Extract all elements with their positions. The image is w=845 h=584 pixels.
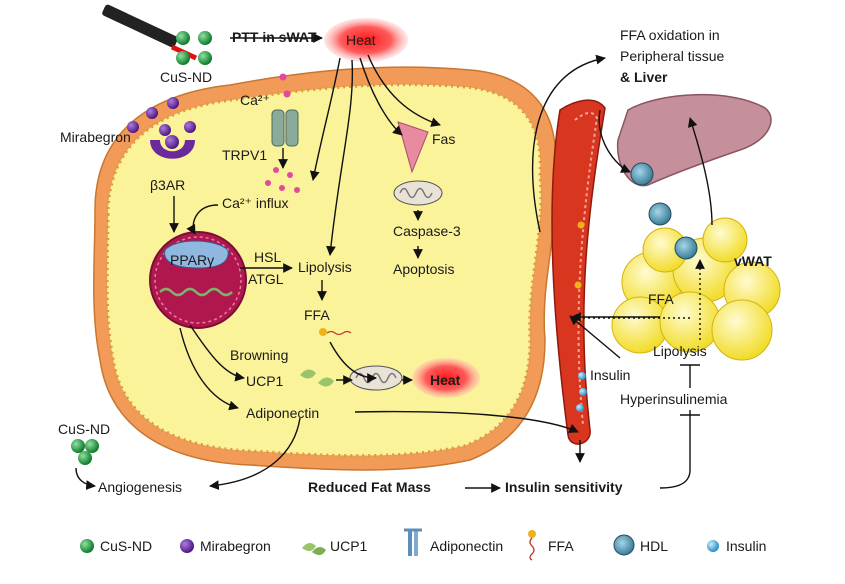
mitochondrion-apoptosis-icon (393, 180, 443, 206)
insulin-vessel-label: Insulin (590, 367, 630, 383)
ppar-label: PPARγ (170, 252, 214, 268)
reduced-fat-label: Reduced Fat Mass (308, 479, 431, 495)
lipolysis-vwat-label: Lipolysis (653, 343, 707, 359)
calcium-influx-label: Ca²⁺ influx (222, 195, 289, 211)
purple-sphere-icon (180, 539, 194, 553)
pathway-arrows (75, 33, 713, 493)
adiponectin-icon (404, 528, 422, 556)
hdl-icon (630, 162, 654, 186)
legend-label: FFA (548, 538, 574, 554)
calcium-ions (265, 73, 300, 193)
cus-nd-top-cluster (176, 31, 212, 65)
fas-label: Fas (432, 131, 455, 147)
laser-icon (102, 4, 198, 61)
legend-label: Adiponectin (430, 538, 503, 554)
hyperinsulinemia-label: Hyperinsulinemia (620, 391, 728, 407)
nucleus (149, 231, 247, 329)
ffa-oxidation-label-2: Peripheral tissue (620, 48, 724, 64)
ffa-oxidation-label-1: FFA oxidation in (620, 27, 720, 43)
vwat-label: vWAT (734, 253, 772, 269)
hsl-label: HSL (254, 249, 281, 265)
mirabegron-cluster (127, 97, 196, 136)
ffa-cell-label: FFA (304, 307, 330, 323)
hdl-particles (630, 162, 698, 260)
legend-label: CuS-ND (100, 538, 152, 554)
ffa-cell-icon (319, 328, 352, 336)
calcium-label: Ca²⁺ (240, 92, 270, 108)
heat-top-icon (324, 18, 408, 62)
legend: CuS-ND Mirabegron UCP1 Adiponectin FFA H… (80, 528, 766, 561)
legend-label: Mirabegron (200, 538, 271, 554)
b3ar-receptor-icon (150, 135, 195, 159)
hdl-icon (613, 534, 635, 556)
insulin-icon (707, 540, 719, 552)
cus-nd-top-label: CuS-ND (160, 69, 212, 85)
green-sphere-icon (80, 539, 94, 553)
ucp1-icon (302, 542, 326, 556)
ffa-vwat-label: FFA (648, 291, 674, 307)
apoptosis-label: Apoptosis (393, 261, 454, 277)
fas-receptor-icon (397, 121, 429, 174)
insulin-sensitivity-label: Insulin sensitivity (505, 479, 623, 495)
ucp1-cell-icon (300, 369, 334, 387)
heat-top-label: Heat (346, 32, 376, 48)
liver-shape (616, 93, 772, 187)
trpv1-label: TRPV1 (222, 147, 267, 163)
hdl-icon (648, 202, 672, 226)
heat-cell-icon (412, 358, 480, 398)
ptt-label: PTT in sWAT (232, 29, 317, 45)
browning-label: Browning (230, 347, 288, 363)
trpv1-channel-icon (271, 109, 299, 147)
ucp1-label: UCP1 (246, 373, 284, 389)
adiponectin-label: Adiponectin (246, 405, 319, 421)
legend-label: HDL (640, 538, 668, 554)
legend-label: UCP1 (330, 538, 368, 554)
blood-vessel (551, 99, 606, 445)
angiogenesis-label: Angiogenesis (98, 479, 182, 495)
ffa-oxidation-label-3: & Liver (620, 69, 668, 85)
vwat-cluster (611, 217, 781, 361)
ffa-icon (528, 530, 536, 561)
hdl-icon (674, 236, 698, 260)
mirabegron-label: Mirabegron (60, 129, 131, 145)
inhibition-lines (659, 364, 700, 489)
heat-cell-label: Heat (430, 372, 461, 388)
lipolysis-cell-label: Lipolysis (298, 259, 352, 275)
caspase-label: Caspase-3 (393, 223, 461, 239)
cus-nd-bottom-cluster (71, 439, 99, 465)
cus-nd-bottom-label: CuS-ND (58, 421, 110, 437)
atgl-label: ATGL (248, 271, 284, 287)
legend-label: Insulin (726, 538, 766, 554)
b3ar-label: β3AR (150, 177, 185, 193)
